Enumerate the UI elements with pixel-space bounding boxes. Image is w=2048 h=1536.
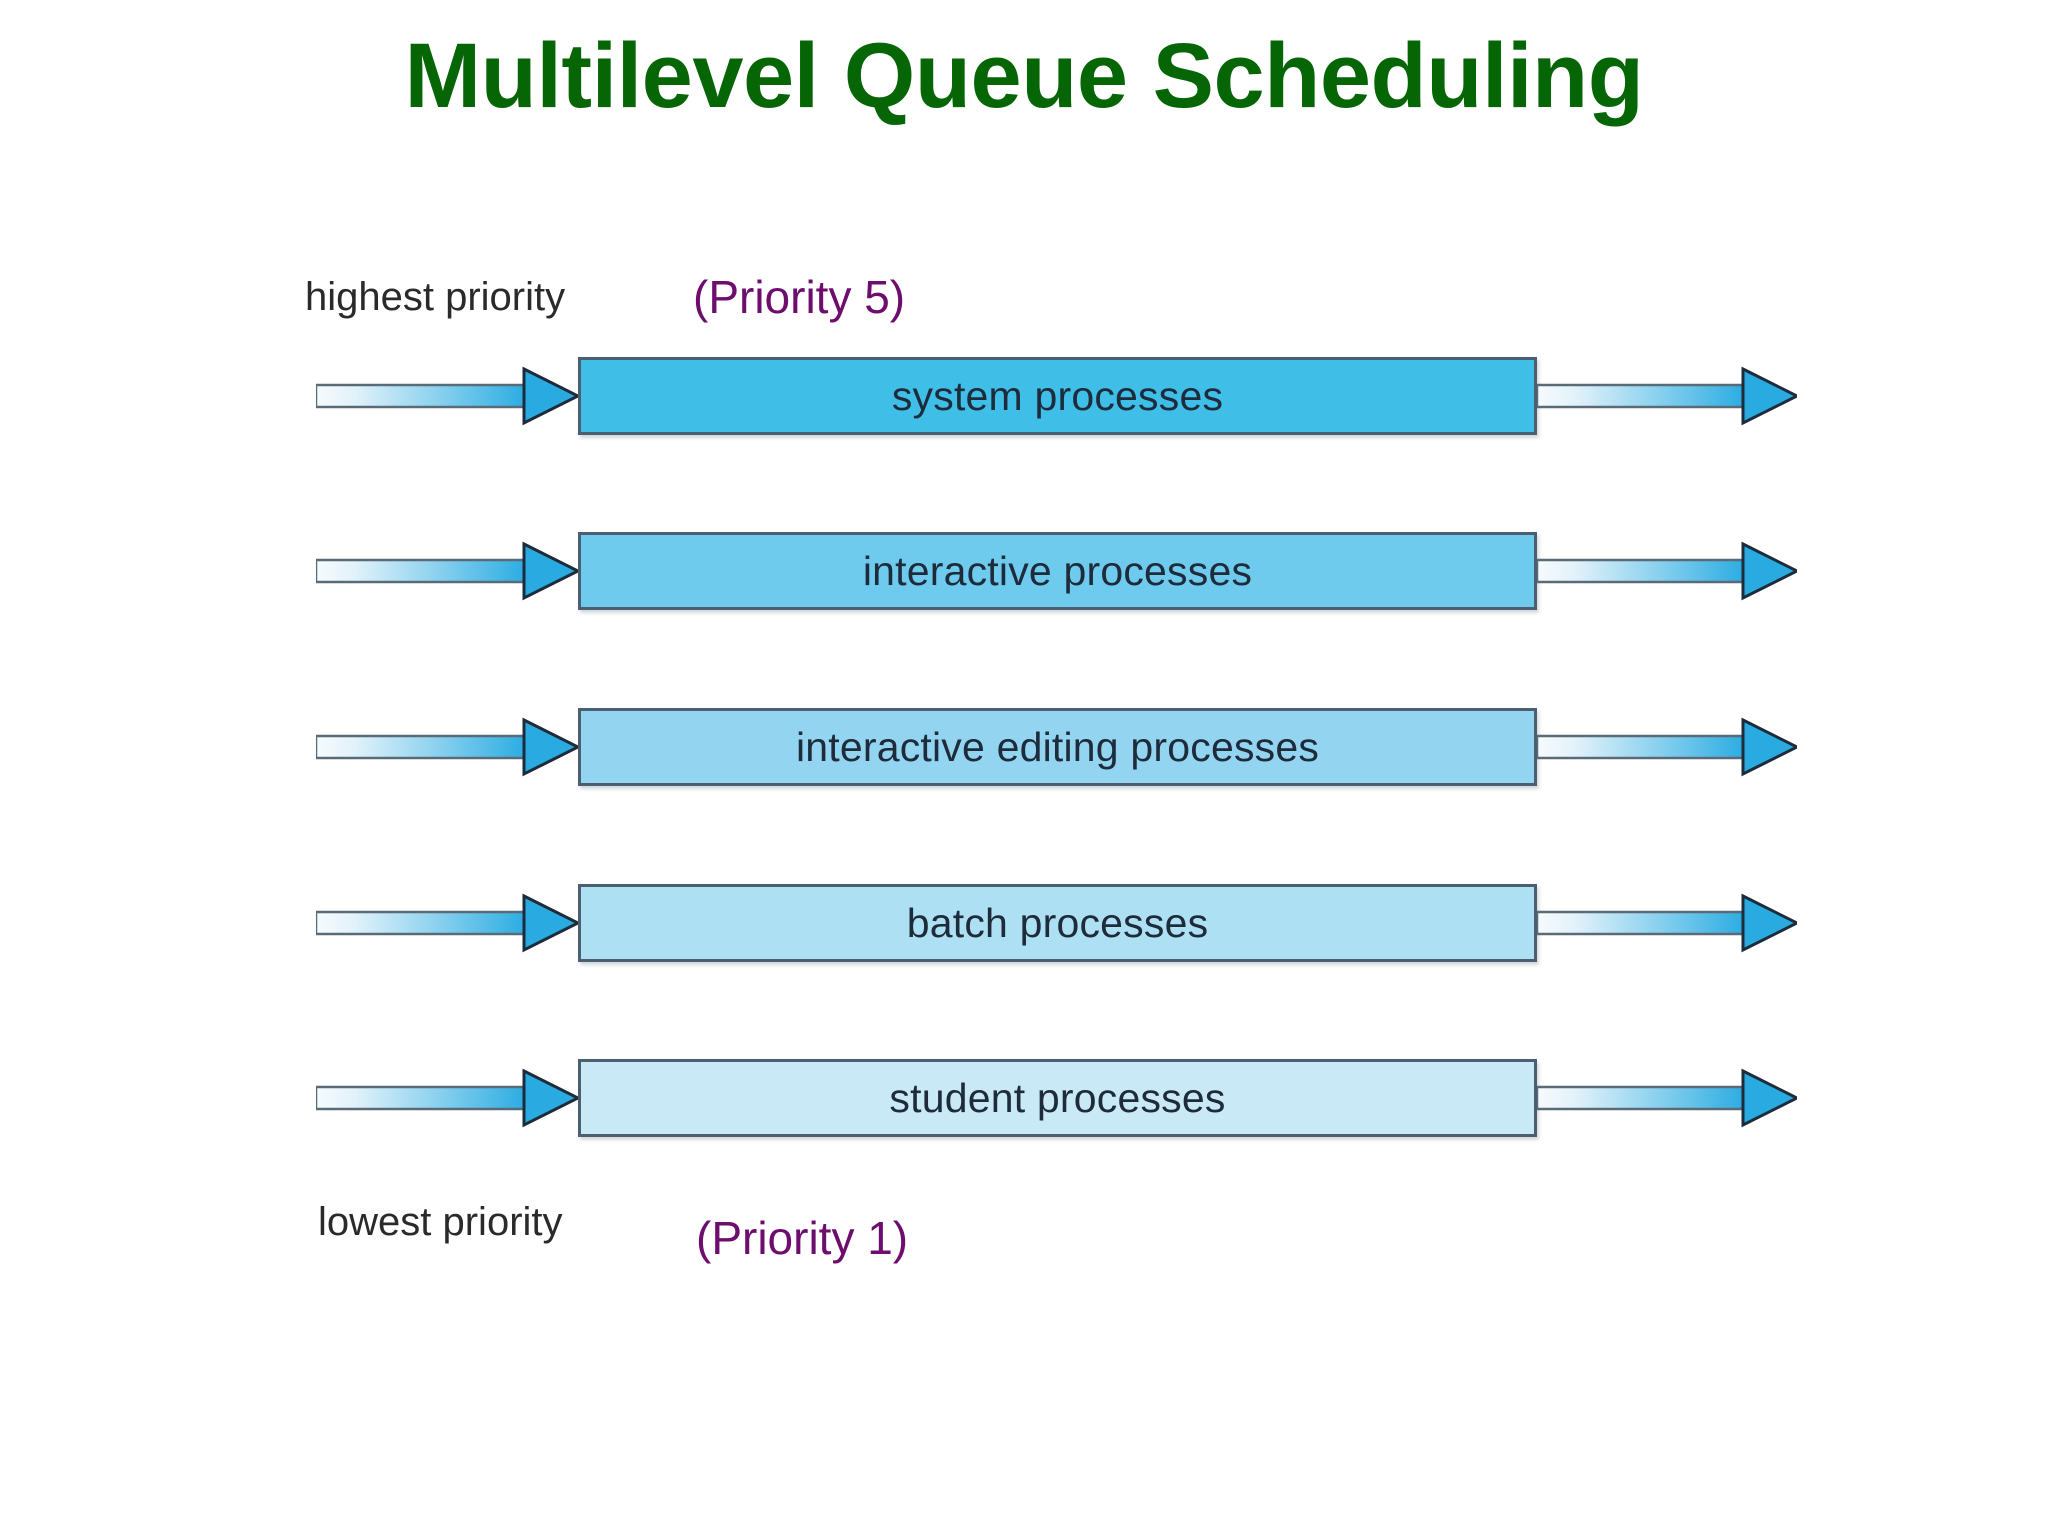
arrow-shaft [316, 734, 530, 760]
queue-output-arrow [1537, 1068, 1797, 1128]
queue-row: student processes [0, 1059, 2048, 1163]
highest-priority-label: highest priority [305, 275, 566, 319]
queue-output-arrow [1537, 541, 1797, 601]
queue-box[interactable]: interactive editing processes [578, 708, 1537, 786]
arrow-shaft [1537, 558, 1749, 584]
arrow-shaft [316, 558, 530, 584]
arrow-shaft [1537, 734, 1749, 760]
lowest-priority-label: lowest priority [318, 1200, 563, 1244]
page-title: Multilevel Queue Scheduling [404, 25, 1644, 127]
queue-row: batch processes [0, 884, 2048, 988]
queue-input-arrow [316, 1068, 578, 1128]
arrow-shaft [1537, 910, 1749, 936]
queue-label: system processes [891, 372, 1224, 419]
queue-box[interactable]: system processes [578, 357, 1537, 435]
queue-row: system processes [0, 357, 2048, 461]
arrow-shaft [316, 383, 530, 409]
queue-output-arrow [1537, 366, 1797, 426]
queue-input-arrow [316, 893, 578, 953]
queue-box[interactable]: student processes [578, 1059, 1537, 1137]
lowest-priority-note: (Priority 1) [696, 1212, 909, 1264]
arrow-head [1741, 893, 1797, 953]
queue-label: student processes [889, 1074, 1226, 1121]
arrow-head [1741, 717, 1797, 777]
arrow-shaft [1537, 383, 1749, 409]
queue-input-arrow [316, 366, 578, 426]
arrow-head [1741, 366, 1797, 426]
arrow-shaft [316, 1085, 530, 1111]
arrow-shaft [316, 910, 530, 936]
arrow-shaft [1537, 1085, 1749, 1111]
arrow-head [522, 717, 578, 777]
arrow-head [1741, 1068, 1797, 1128]
arrow-head [522, 893, 578, 953]
arrow-head [522, 366, 578, 426]
queue-box[interactable]: interactive processes [578, 532, 1537, 610]
queue-row: interactive processes [0, 532, 2048, 636]
arrow-head [522, 541, 578, 601]
queue-label: interactive editing processes [795, 723, 1320, 770]
arrow-head [522, 1068, 578, 1128]
queue-output-arrow [1537, 893, 1797, 953]
queue-input-arrow [316, 717, 578, 777]
queue-label: interactive processes [862, 547, 1253, 594]
queue-output-arrow [1537, 717, 1797, 777]
queue-label: batch processes [906, 899, 1209, 946]
queue-row: interactive editing processes [0, 708, 2048, 812]
arrow-head [1741, 541, 1797, 601]
highest-priority-note: (Priority 5) [693, 271, 906, 323]
queue-input-arrow [316, 541, 578, 601]
queue-box[interactable]: batch processes [578, 884, 1537, 962]
